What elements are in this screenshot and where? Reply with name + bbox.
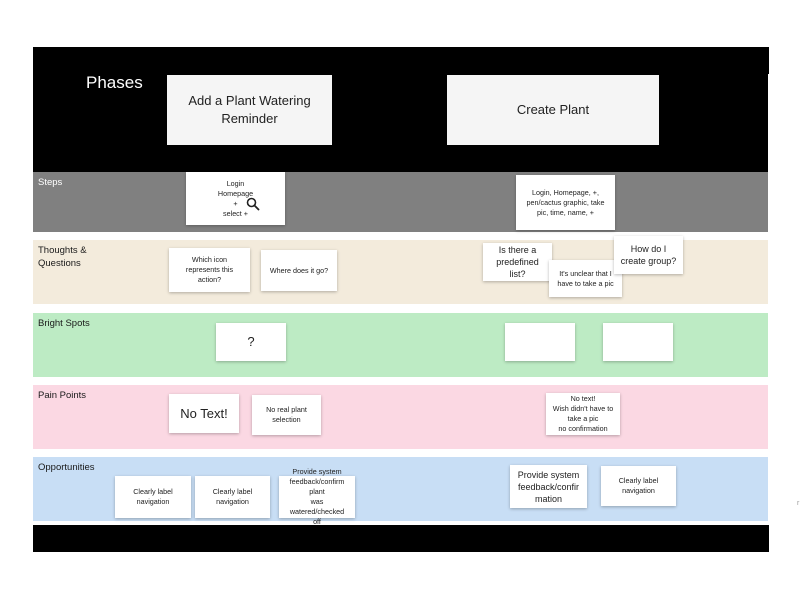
sticky-note-opp-5-text: Clearly label navigation (618, 476, 659, 495)
row-label-bright-spots: Bright Spots (38, 318, 90, 329)
sticky-note-pain-1-text: No Text! (180, 405, 228, 421)
edge-mark: r (797, 500, 800, 507)
sticky-note-steps-2[interactable]: Login, Homepage, +, pen/cactus graphic, … (516, 175, 615, 230)
sticky-note-thought-3-text: Is there a predefined list? (496, 245, 539, 279)
sticky-note-pain-3-text: No text! Wish didn't have to take a pic … (552, 394, 614, 433)
sticky-note-opp-5[interactable]: Clearly label navigation (601, 466, 676, 506)
phase-card-create-plant[interactable]: Create Plant (447, 75, 659, 145)
magnifier-icon (246, 197, 260, 211)
sticky-note-thought-4-text: It's unclear that I have to take a pic (557, 268, 614, 288)
phase-card-watering-text: Add a Plant Watering Reminder (188, 93, 311, 126)
sticky-note-steps-1-text: Login Homepage + select + (217, 178, 254, 218)
phase-card-create-plant-text: Create Plant (516, 102, 590, 117)
row-steps: Steps (33, 172, 768, 232)
top-black-bar (33, 47, 769, 74)
sticky-note-bright-1-text: ? (247, 334, 255, 349)
sticky-note-thought-1-text: Which icon represents this action? (185, 255, 234, 284)
sticky-note-pain-3[interactable]: No text! Wish didn't have to take a pic … (546, 393, 620, 435)
sticky-note-thought-1[interactable]: Which icon represents this action? (169, 248, 250, 292)
phase-card-watering[interactable]: Add a Plant Watering Reminder (167, 75, 332, 145)
row-label-thoughts: Thoughts & Questions (38, 245, 87, 269)
row-label-steps: Steps (38, 177, 63, 188)
sticky-note-opp-3[interactable]: Provide system feedback/confirm plant wa… (279, 467, 355, 526)
sticky-note-pain-2-text: No real plant selection (266, 405, 307, 424)
sticky-note-opp-4[interactable]: Provide system feedback/confir mation (510, 465, 587, 508)
sticky-note-thought-3[interactable]: Is there a predefined list? (483, 243, 552, 281)
bottom-black-bar (33, 525, 769, 552)
sticky-note-thought-5-text: How do I create group? (620, 244, 677, 266)
sticky-note-thought-5[interactable]: How do I create group? (614, 236, 683, 274)
sticky-note-opp-2[interactable]: Clearly label navigation (195, 476, 270, 518)
phases-label: Phases (86, 73, 143, 92)
sticky-note-thought-2[interactable]: Where does it go? (261, 250, 337, 291)
sticky-note-opp-2-text: Clearly label navigation (212, 487, 253, 506)
sticky-note-pain-2[interactable]: No real plant selection (252, 395, 321, 435)
sticky-note-steps-2-text: Login, Homepage, +, pen/cactus graphic, … (526, 187, 605, 217)
sticky-note-thought-2-text: Where does it go? (269, 265, 329, 275)
row-label-opportunities: Opportunities (38, 462, 95, 473)
sticky-note-steps-1[interactable]: Login Homepage + select + (186, 172, 285, 225)
sticky-note-opp-1-text: Clearly label navigation (133, 487, 173, 506)
sticky-note-opp-1[interactable]: Clearly label navigation (115, 476, 191, 518)
sticky-note-opp-4-text: Provide system feedback/confir mation (517, 469, 580, 504)
sticky-note-bright-2[interactable] (505, 323, 575, 361)
sticky-note-opp-3-text: Provide system feedback/confirm plant wa… (289, 467, 345, 526)
row-label-pain-points: Pain Points (38, 390, 87, 401)
sticky-note-thought-4[interactable]: It's unclear that I have to take a pic (549, 260, 622, 297)
sticky-note-bright-1[interactable]: ? (216, 323, 286, 361)
row-pain-points: Pain Points (33, 385, 768, 449)
sticky-note-bright-3[interactable] (603, 323, 673, 361)
sticky-note-pain-1[interactable]: No Text! (169, 394, 239, 433)
